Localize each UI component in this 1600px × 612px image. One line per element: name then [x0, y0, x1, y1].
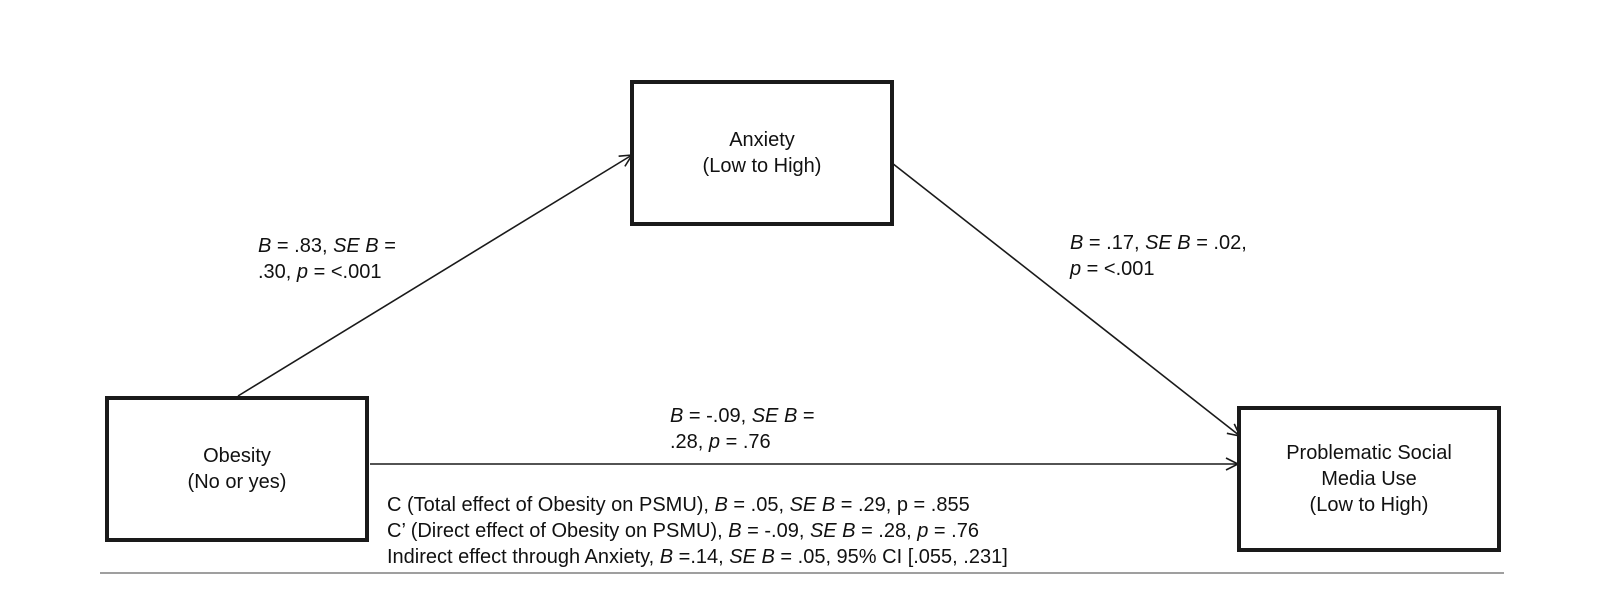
path-a-coefficients: B = .83, SE B = .30, p = <.001 — [258, 233, 396, 285]
path-b-line1: B = .17, SE B = .02, — [1070, 232, 1247, 254]
total-effect-line: C (Total effect of Obesity on PSMU), B =… — [387, 494, 970, 516]
obesity-box: Obesity (No or yes) — [105, 396, 369, 542]
path-a-line2: .30, p = <.001 — [258, 261, 382, 283]
psmu-label-line1: Problematic Social — [1286, 442, 1452, 464]
indirect-effect-line: Indirect effect through Anxiety, B =.14,… — [387, 546, 1008, 568]
path-c-prime-coefficients: B = -.09, SE B = .28, p = .76 — [670, 403, 815, 455]
psmu-box: Problematic Social Media Use (Low to Hig… — [1237, 406, 1501, 552]
psmu-range: (Low to High) — [1309, 494, 1429, 516]
anxiety-label: Anxiety — [729, 129, 795, 151]
obesity-range: (No or yes) — [187, 471, 287, 493]
anxiety-box: Anxiety (Low to High) — [630, 80, 894, 226]
path-b-line2: p = <.001 — [1070, 258, 1155, 280]
path-a-arrow — [237, 155, 632, 397]
path-a-line1: B = .83, SE B = — [258, 235, 396, 257]
path-c-prime-line2: .28, p = .76 — [670, 431, 771, 453]
direct-effect-line: C’ (Direct effect of Obesity on PSMU), B… — [387, 520, 979, 542]
obesity-label: Obesity — [203, 445, 271, 467]
effects-summary: C (Total effect of Obesity on PSMU), B =… — [387, 492, 1008, 570]
psmu-label-line2: Media Use — [1321, 468, 1417, 490]
path-c-prime-line1: B = -.09, SE B = — [670, 405, 815, 427]
path-b-coefficients: B = .17, SE B = .02, p = <.001 — [1070, 230, 1247, 282]
path-b-arrow — [891, 162, 1240, 436]
anxiety-range: (Low to High) — [702, 155, 822, 177]
